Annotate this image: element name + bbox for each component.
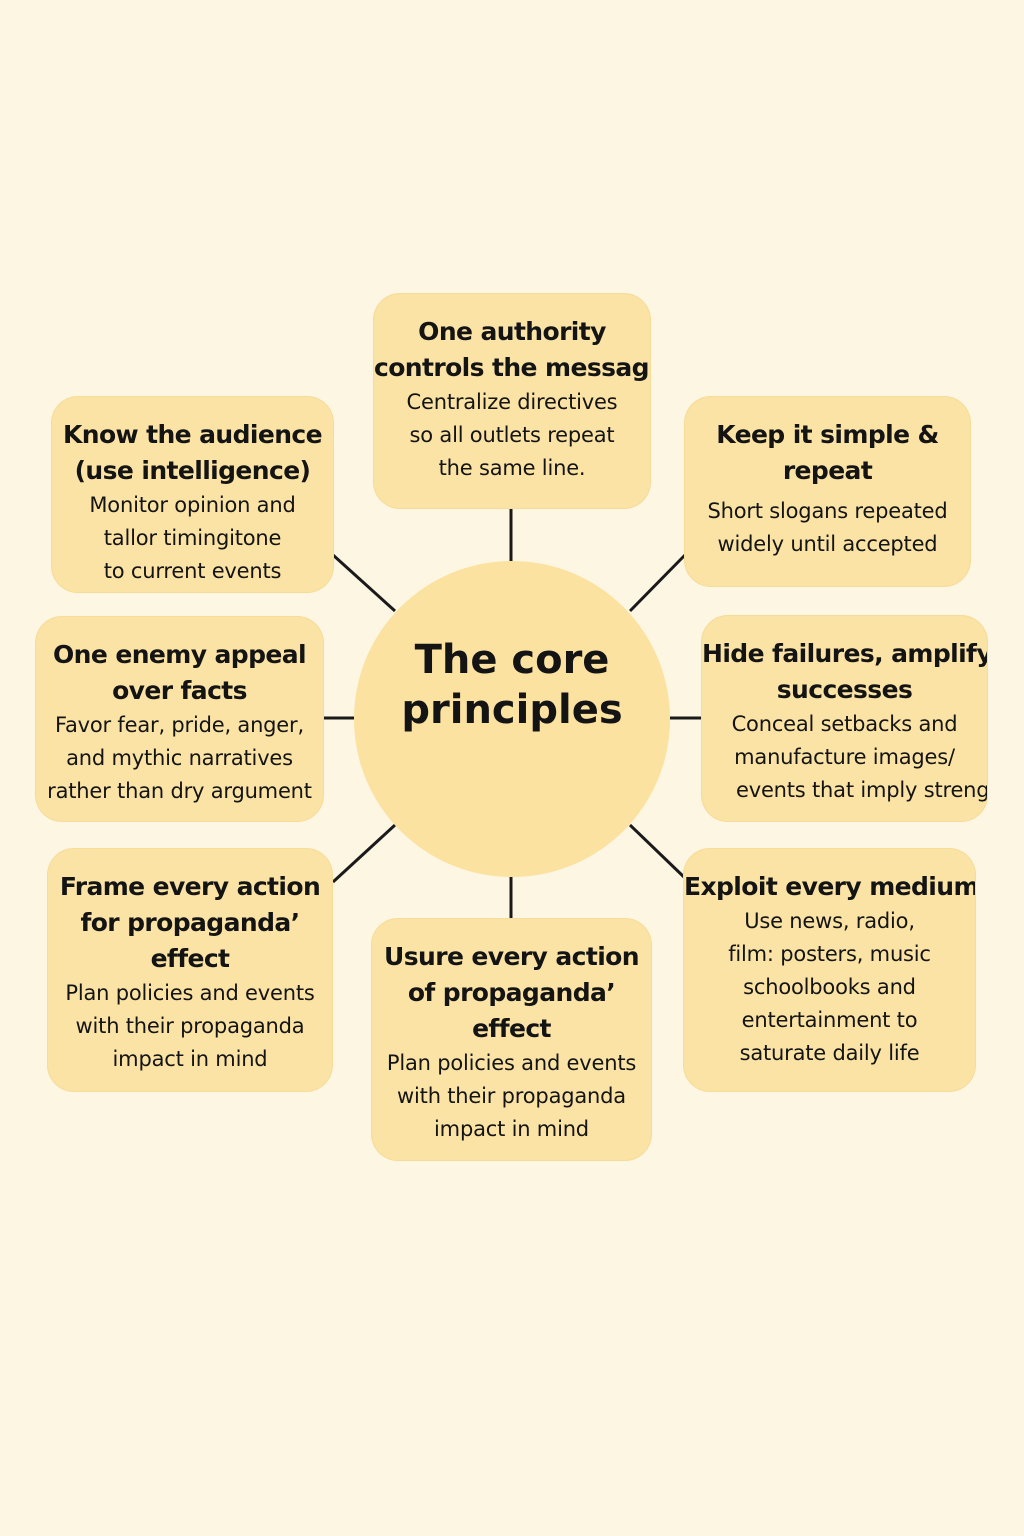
node-desc: so all outlets repeat <box>409 423 615 447</box>
node-desc: Short slogans repeated <box>707 499 948 523</box>
node-title: over facts <box>112 676 247 705</box>
center-title-line: The core <box>414 637 610 683</box>
node-title: repeat <box>782 456 873 485</box>
connector-left-top <box>331 553 397 613</box>
node-title: Frame every action <box>59 872 321 901</box>
node-desc: Favor fear, pride, anger, <box>55 713 304 737</box>
node-desc: to current events <box>103 559 282 583</box>
center-circle: The core principles <box>354 561 670 877</box>
node-usure-every-action: Usure every action of propaganda’ effect P… <box>372 919 651 1160</box>
node-title: Know the audience <box>62 420 323 449</box>
node-keep-simple: Keep it simple & repeat Short slogans rep… <box>685 397 970 586</box>
node-title: Usure every action <box>384 942 639 971</box>
node-desc: with their propaganda <box>397 1084 626 1108</box>
node-desc: schoolbooks and <box>743 975 916 999</box>
node-desc: events that imply strength <box>736 778 987 802</box>
node-desc: Centralize directives <box>406 390 618 414</box>
node-title: One enemy appeal <box>53 640 307 669</box>
node-title: of propaganda’ <box>407 978 616 1007</box>
node-title: Keep it simple & <box>716 420 939 449</box>
node-desc: Use news, radio, <box>744 909 915 933</box>
node-one-authority: One authority controls the message Centra… <box>374 294 650 508</box>
center-title-line: principles <box>401 687 623 733</box>
node-desc: Plan policies and events <box>386 1051 637 1075</box>
node-desc: widely until accepted <box>717 532 938 556</box>
node-desc: Plan policies and events <box>65 981 315 1005</box>
node-desc: entertainment to <box>741 1008 918 1032</box>
connector-right-bottom <box>628 823 687 880</box>
node-title: effect <box>472 1014 551 1043</box>
node-one-enemy: One enemy appeal over facts Favor fear, p… <box>36 617 323 821</box>
node-exploit-every-medium: Exploit every medium Use news, radio, fil… <box>684 849 975 1091</box>
connector-left-bottom <box>331 823 397 884</box>
node-hide-failures: Hide failures, amplify successes Conceal … <box>702 616 987 821</box>
node-desc: the same line. <box>438 456 586 480</box>
node-desc: film: posters, music <box>728 942 931 966</box>
node-title: for propaganda’ <box>80 908 300 937</box>
node-title: successes <box>776 675 913 704</box>
node-title: controls the message <box>374 353 650 382</box>
node-desc: with their propaganda <box>75 1014 305 1038</box>
node-title: Exploit every medium <box>684 872 975 901</box>
node-desc: Monitor opinion and <box>89 493 296 517</box>
node-know-audience: Know the audience (use intelligence) Moni… <box>52 397 333 592</box>
node-desc: manufacture images/ <box>734 745 955 769</box>
node-title: (use intelligence) <box>74 456 311 485</box>
node-desc: impact in mind <box>112 1047 268 1071</box>
node-desc: impact in mind <box>434 1117 589 1141</box>
node-title: Hide failures, amplify <box>702 639 987 668</box>
node-title: effect <box>150 944 230 973</box>
node-desc: and mythic narratives <box>66 746 293 770</box>
node-desc: rather than dry argument <box>47 779 312 803</box>
node-desc: saturate daily life <box>739 1041 920 1065</box>
node-desc: Conceal setbacks and <box>731 712 958 736</box>
node-title: One authority <box>418 317 606 346</box>
node-desc: tallor timingitone <box>103 526 282 550</box>
connector-right-top <box>628 553 687 613</box>
